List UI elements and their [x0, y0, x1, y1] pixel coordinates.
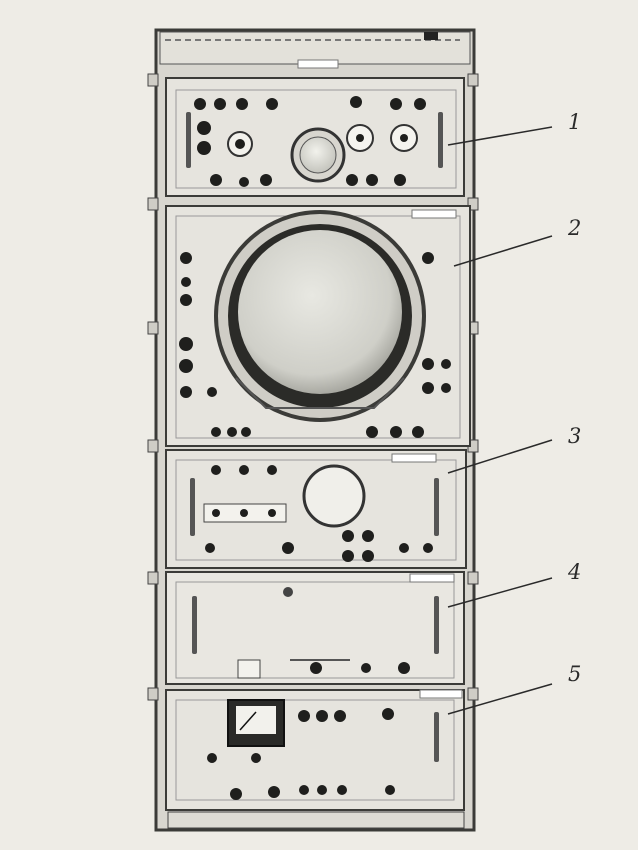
- leader-line-3: [447, 439, 553, 474]
- unit-1-panel: [165, 77, 465, 197]
- callout-label-2: 2: [568, 216, 582, 240]
- callout-label-1: 1: [568, 110, 582, 134]
- leader-line-2: [453, 235, 553, 267]
- callout-label-5: 5: [568, 662, 582, 686]
- unit-2-panel: [165, 205, 471, 447]
- unit-4-panel: [165, 571, 465, 685]
- callout-leaders: [447, 126, 553, 715]
- callout-label-3: 3: [568, 424, 582, 448]
- unit-5-panel: [165, 689, 465, 829]
- unit-3-panel: [165, 449, 467, 569]
- leader-line-1: [447, 126, 553, 146]
- leader-line-5: [447, 683, 553, 715]
- leader-line-4: [447, 577, 553, 608]
- callout-label-4: 4: [568, 560, 582, 584]
